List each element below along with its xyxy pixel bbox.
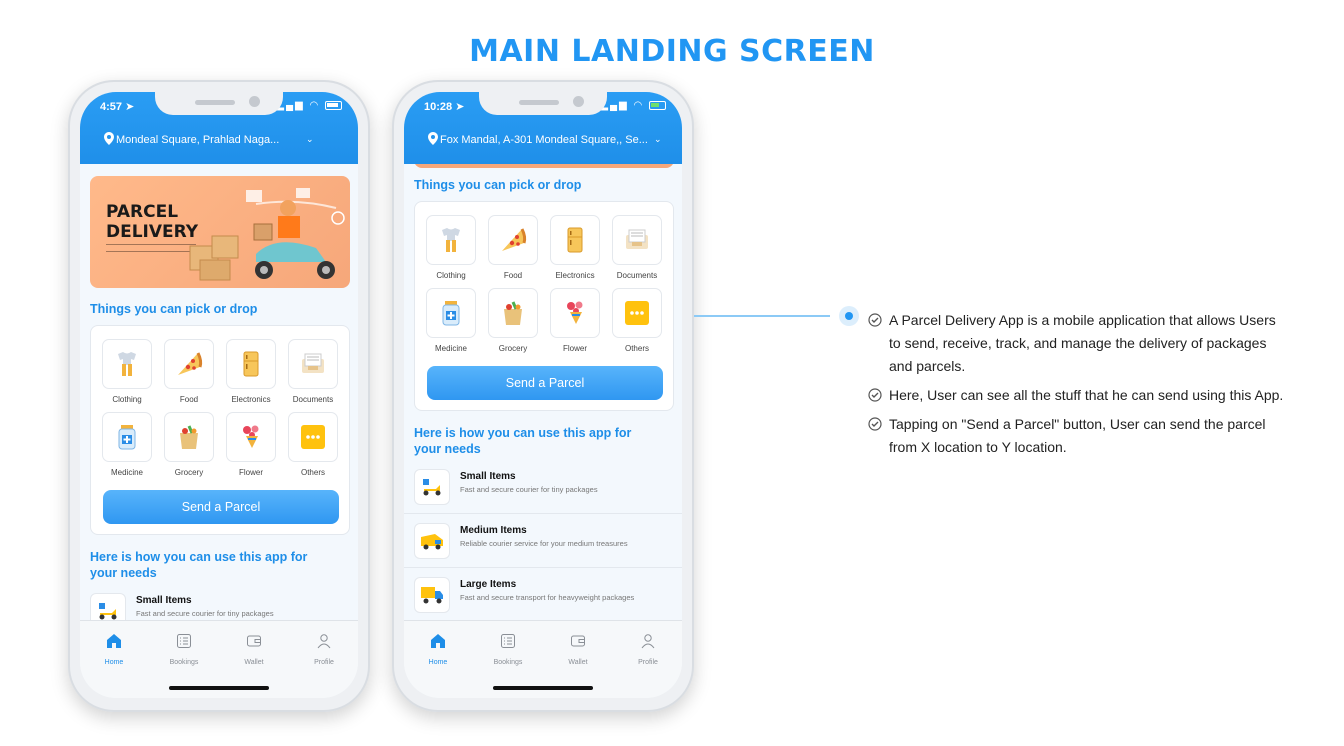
category-grocery[interactable]: Grocery [163,412,215,477]
document-icon [302,353,324,373]
flower-icon [243,425,259,448]
profile-icon [641,634,655,649]
status-time: 10:28 ➤ [424,101,465,113]
pizza-icon [502,228,527,251]
send-parcel-button[interactable]: Send a Parcel [103,490,339,524]
tab-home[interactable]: Home [84,633,144,666]
profile-icon [317,634,331,649]
check-circle-icon [868,388,882,402]
categories-card: Clothing Food Electronics Documents Medi… [414,201,674,411]
medicine-icon [442,301,460,326]
use-item-large[interactable]: Large Items Fast and secure transport fo… [404,568,682,622]
send-parcel-button[interactable]: Send a Parcel [427,366,663,400]
category-flower[interactable]: Flower [549,288,601,353]
delivery-scooter-illustration [189,188,345,281]
status-time: 4:57 ➤ [100,101,135,113]
pizza-icon [178,352,203,375]
bookings-list-icon [501,634,515,648]
tab-bookings[interactable]: Bookings [478,633,538,666]
bottom-tab-bar: Home Bookings Wallet Profile [404,620,682,698]
category-food[interactable]: Food [163,339,215,404]
tab-wallet[interactable]: Wallet [224,633,284,666]
tab-profile[interactable]: Profile [294,633,354,666]
medium-van-icon [414,523,450,559]
home-icon [107,634,121,648]
check-circle-icon [868,417,882,431]
section-pick-heading: Things you can pick or drop [90,302,258,316]
status-icons: ▂▄▆ ◠ [600,100,666,111]
flower-icon [567,301,583,324]
category-clothing[interactable]: Clothing [425,215,477,280]
grocery-bag-icon [504,301,522,325]
app-screen: 10:28 ➤ ▂▄▆ ◠ Fox Mandal, A-301 Mondeal … [404,92,682,698]
wallet-icon [571,635,585,647]
tab-home[interactable]: Home [408,633,468,666]
promo-banner-edge [414,160,674,168]
note-item: Tapping on "Send a Parcel" button, User … [868,413,1288,459]
bookings-list-icon [177,634,191,648]
category-flower[interactable]: Flower [225,412,277,477]
tab-profile[interactable]: Profile [618,633,678,666]
use-item-medium[interactable]: Medium Items Reliable courier service fo… [404,514,682,568]
home-icon [431,634,445,648]
fridge-icon [567,227,583,253]
more-dots-icon [301,425,325,449]
check-circle-icon [868,313,882,327]
battery-icon [649,100,666,110]
tab-wallet[interactable]: Wallet [548,633,608,666]
small-scooter-icon [414,469,450,505]
banner-fineprint [106,244,196,252]
category-electronics[interactable]: Electronics [549,215,601,280]
battery-icon [325,100,342,110]
phone-mockup-home: 4:57 ➤ ▂▄▆ ◠ Mondeal Square, Prahlad Nag… [68,80,370,712]
category-others[interactable]: Others [611,288,663,353]
annotation-connector-line [694,315,830,317]
home-indicator [169,686,269,690]
home-indicator [493,686,593,690]
page-title: MAIN LANDING SCREEN [469,34,875,69]
phone-notch [155,92,283,115]
annotation-dot-center [845,312,853,320]
location-pin-icon [104,132,114,145]
document-icon [626,229,648,249]
location-pin-icon [428,132,438,145]
category-documents[interactable]: Documents [611,215,663,280]
wallet-icon [247,635,261,647]
clothing-icon [442,228,460,252]
category-electronics[interactable]: Electronics [225,339,277,404]
chevron-down-icon[interactable]: ⌄ [654,134,662,144]
medicine-icon [118,425,136,450]
category-food[interactable]: Food [487,215,539,280]
app-screen: 4:57 ➤ ▂▄▆ ◠ Mondeal Square, Prahlad Nag… [80,92,358,698]
categories-card: Clothing Food Electronics Documents Medi… [90,325,350,535]
clothing-icon [118,352,136,376]
phone-mockup-scrolled: 10:28 ➤ ▂▄▆ ◠ Fox Mandal, A-301 Mondeal … [392,80,694,712]
category-grocery[interactable]: Grocery [487,288,539,353]
chevron-down-icon[interactable]: ⌄ [306,134,314,144]
phone-notch [479,92,607,115]
more-dots-icon [625,301,649,325]
note-item: A Parcel Delivery App is a mobile applic… [868,309,1288,378]
category-others[interactable]: Others [287,412,339,477]
bottom-tab-bar: Home Bookings Wallet Profile [80,620,358,698]
category-medicine[interactable]: Medicine [425,288,477,353]
grocery-bag-icon [180,425,198,449]
status-icons: ▂▄▆ ◠ [276,100,342,111]
fridge-icon [243,351,259,377]
category-documents[interactable]: Documents [287,339,339,404]
section-pick-heading: Things you can pick or drop [414,178,582,192]
use-item-small[interactable]: Small Items Fast and secure courier for … [404,460,682,514]
tab-bookings[interactable]: Bookings [154,633,214,666]
location-selector[interactable]: Fox Mandal, A-301 Mondeal Square,, Se... [440,134,648,146]
feature-notes: A Parcel Delivery App is a mobile applic… [868,309,1288,465]
category-clothing[interactable]: Clothing [101,339,153,404]
location-selector[interactable]: Mondeal Square, Prahlad Naga... [116,134,280,146]
large-truck-icon [414,577,450,613]
category-medicine[interactable]: Medicine [101,412,153,477]
note-item: Here, User can see all the stuff that he… [868,384,1288,407]
